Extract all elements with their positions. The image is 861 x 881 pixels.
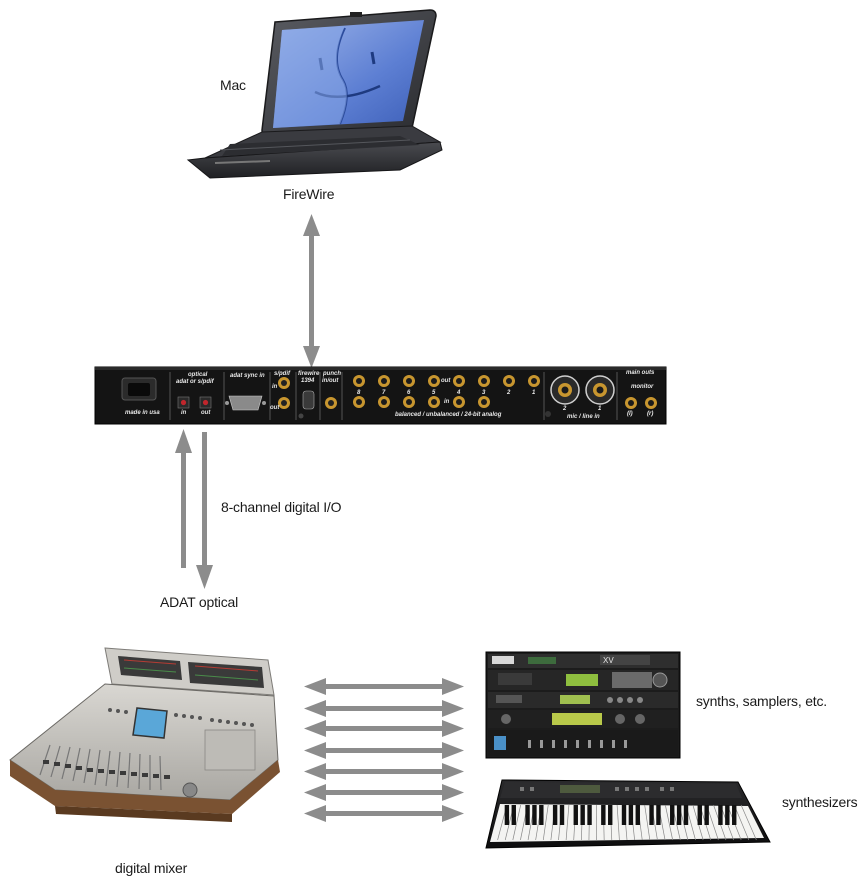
panel-firewire: firewire <box>298 371 320 377</box>
panel-spdif-in: in <box>272 384 278 390</box>
panel-channel-number: 6 <box>407 390 411 396</box>
black-key <box>587 805 592 825</box>
audio-interface-panel <box>94 366 667 425</box>
mac-laptop-image <box>186 9 443 179</box>
panel-monitor-l: (l) <box>627 411 633 417</box>
panel-channel-number: 4 <box>457 390 461 396</box>
black-key <box>621 805 627 825</box>
panel-mic-footer: mic / line in <box>567 414 600 420</box>
bidirectional-arrow <box>304 700 464 717</box>
panel-power-label: made in usa <box>125 410 160 416</box>
panel-channel-number: 8 <box>357 390 361 396</box>
white-key-divider <box>542 804 549 841</box>
panel-firewire-num: 1394 <box>301 378 315 384</box>
keyboard-synth-image <box>485 779 771 849</box>
panel-channel-number: 5 <box>432 390 436 396</box>
panel-spdif: s/pdif <box>274 371 290 377</box>
digital-io-label: 8-channel digital I/O <box>221 499 342 515</box>
mixer-gear-arrows <box>304 678 464 822</box>
bidirectional-arrow <box>304 742 464 759</box>
black-key <box>676 805 682 825</box>
panel-optical-in: in <box>181 410 187 416</box>
black-key <box>635 805 640 825</box>
black-key <box>718 805 723 825</box>
panel-analog-out: out <box>441 378 451 384</box>
panel-analog-in: in <box>444 399 450 405</box>
firewire-arrow <box>303 214 320 368</box>
black-key <box>552 805 558 825</box>
black-key <box>608 805 613 825</box>
white-key-divider <box>733 804 750 841</box>
bidirectional-arrow <box>304 805 464 822</box>
mac-label: Mac <box>220 77 246 93</box>
black-key <box>683 805 689 825</box>
panel-spdif-out: out <box>270 405 280 411</box>
black-key <box>649 805 654 825</box>
black-key <box>704 805 709 825</box>
black-key <box>511 805 516 825</box>
adat-optical-arrows <box>175 429 213 589</box>
panel-mic-number: 2 <box>563 406 567 412</box>
black-key <box>697 805 702 825</box>
black-key <box>628 805 634 825</box>
panel-main-outs: main outs <box>626 370 655 376</box>
white-key-divider <box>740 804 757 841</box>
black-key <box>573 805 578 825</box>
panel-optical-out: out <box>201 410 211 416</box>
black-key <box>732 805 737 825</box>
panel-optical-sub: adat or s/pdif <box>176 379 214 385</box>
panel-analog-footer: balanced / unbalanced / 24-bit analog <box>395 412 502 418</box>
white-key-divider <box>565 804 570 841</box>
firewire-label: FireWire <box>283 186 335 202</box>
black-key <box>504 805 510 825</box>
panel-monitor: monitor <box>631 384 654 390</box>
panel-punch-sub: in/out <box>322 378 339 384</box>
panel-channel-number: 2 <box>507 390 511 396</box>
black-key <box>580 805 585 825</box>
white-key-divider <box>512 804 522 841</box>
rack-gear-label: synths, samplers, etc. <box>696 693 827 709</box>
bidirectional-arrow <box>304 678 464 695</box>
black-key <box>656 805 661 825</box>
digital-mixer-image <box>9 647 280 822</box>
panel-adat-sync: adat sync in <box>230 373 265 379</box>
black-key <box>670 805 675 825</box>
black-key <box>525 805 530 825</box>
adat-optical-label: ADAT optical <box>160 594 239 610</box>
rack-synths-image: XV <box>485 651 681 759</box>
white-key-divider <box>616 804 620 841</box>
bidirectional-arrow <box>304 763 464 780</box>
white-key-divider <box>664 804 674 841</box>
panel-punch: punch <box>323 371 341 377</box>
black-key <box>532 805 537 825</box>
panel-channel-number: 7 <box>382 390 386 396</box>
svg-text:XV: XV <box>603 656 614 665</box>
panel-mic-number: 1 <box>598 406 602 412</box>
black-key <box>539 805 544 825</box>
white-key-divider <box>644 804 651 841</box>
bidirectional-arrow <box>304 784 464 801</box>
panel-monitor-r: (r) <box>647 411 654 417</box>
black-key <box>559 805 565 825</box>
panel-channel-number: 3 <box>482 390 486 396</box>
bidirectional-arrow <box>304 720 464 737</box>
black-key <box>725 805 730 825</box>
panel-optical-header: optical <box>188 372 208 378</box>
panel-channel-number: 1 <box>532 390 536 396</box>
keyboard-label: synthesizers <box>782 794 858 810</box>
black-key <box>601 805 606 825</box>
mixer-label: digital mixer <box>115 860 188 876</box>
